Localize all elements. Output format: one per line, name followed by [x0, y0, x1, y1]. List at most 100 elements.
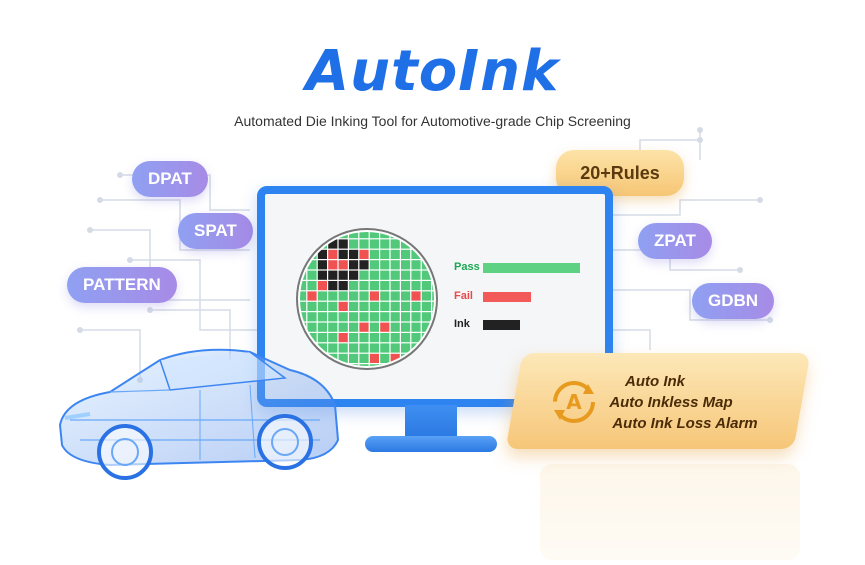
tag-gdbn: GDBN — [692, 283, 775, 319]
die-cell — [390, 322, 400, 332]
die-cell — [369, 353, 379, 363]
die-cell — [307, 232, 317, 239]
die-cell — [401, 301, 411, 311]
die-cell — [338, 312, 348, 322]
die-cell — [390, 301, 400, 311]
die-cell — [390, 343, 400, 353]
die-cell — [317, 343, 327, 353]
die-cell — [421, 364, 431, 366]
die-cell — [432, 364, 434, 366]
die-cell — [307, 301, 317, 311]
die-cell — [432, 343, 434, 353]
die-cell — [432, 301, 434, 311]
die-cell — [369, 301, 379, 311]
die-cell — [317, 322, 327, 332]
die-cell — [401, 364, 411, 366]
die-cell — [411, 312, 421, 322]
die-cell — [390, 239, 400, 249]
die-cell — [411, 270, 421, 280]
die-cell — [349, 333, 359, 343]
die-cell — [338, 353, 348, 363]
monitor-neck — [405, 405, 457, 439]
die-cell — [300, 239, 307, 249]
die-cell — [401, 291, 411, 301]
die-cell — [421, 353, 431, 363]
legend-fail-label: Fail — [454, 290, 473, 302]
die-cell — [411, 260, 421, 270]
die-cell — [328, 322, 338, 332]
die-cell — [369, 239, 379, 249]
die-cell — [369, 249, 379, 259]
die-cell — [359, 270, 369, 280]
die-cell — [390, 260, 400, 270]
die-cell — [401, 343, 411, 353]
die-cell — [401, 249, 411, 259]
die-cell — [359, 333, 369, 343]
die-cell — [317, 333, 327, 343]
die-cell — [338, 260, 348, 270]
die-cell — [421, 291, 431, 301]
die-cell — [338, 333, 348, 343]
die-cell — [380, 312, 390, 322]
die-cell — [349, 239, 359, 249]
die-cell — [359, 322, 369, 332]
die-cell — [328, 281, 338, 291]
die-cell — [411, 322, 421, 332]
die-cell — [432, 249, 434, 259]
die-cell — [307, 270, 317, 280]
autoink-logo: AutoInk — [305, 39, 560, 104]
die-cell — [390, 333, 400, 343]
die-cell — [390, 270, 400, 280]
die-cell — [380, 239, 390, 249]
tag-spat: SPAT — [178, 213, 253, 249]
die-cell — [401, 281, 411, 291]
die-cell — [307, 291, 317, 301]
die-cell — [411, 301, 421, 311]
die-cell — [338, 322, 348, 332]
die-cell — [328, 249, 338, 259]
legend-ink-bar — [483, 320, 520, 330]
die-cell — [411, 232, 421, 239]
die-cell — [432, 353, 434, 363]
die-cell — [328, 343, 338, 353]
die-cell — [380, 322, 390, 332]
die-cell — [328, 333, 338, 343]
die-cell — [349, 322, 359, 332]
die-cell — [380, 260, 390, 270]
die-cell — [359, 232, 369, 239]
die-cell — [401, 232, 411, 239]
die-cell — [401, 270, 411, 280]
die-cell — [380, 249, 390, 259]
die-cell — [390, 291, 400, 301]
die-cell — [380, 301, 390, 311]
die-cell — [307, 322, 317, 332]
die-cell — [369, 333, 379, 343]
die-cell — [317, 291, 327, 301]
die-cell — [421, 270, 431, 280]
die-cell — [349, 312, 359, 322]
die-cell — [421, 301, 431, 311]
die-cell — [359, 291, 369, 301]
die-cell — [421, 281, 431, 291]
die-cell — [380, 291, 390, 301]
die-cell — [307, 260, 317, 270]
die-cell — [401, 260, 411, 270]
tag-pattern: PATTERN — [67, 267, 177, 303]
die-cell — [338, 343, 348, 353]
die-cell — [317, 301, 327, 311]
die-cell — [411, 249, 421, 259]
tag-zpat: ZPAT — [638, 223, 712, 259]
die-cell — [432, 239, 434, 249]
die-cell — [380, 333, 390, 343]
die-cell — [300, 281, 307, 291]
feature-auto-ink: Auto Ink — [625, 373, 685, 390]
die-cell — [338, 249, 348, 259]
die-cell — [300, 249, 307, 259]
die-cell — [421, 343, 431, 353]
die-cell — [401, 322, 411, 332]
die-cell — [349, 301, 359, 311]
die-cell — [328, 301, 338, 311]
die-cell — [411, 353, 421, 363]
